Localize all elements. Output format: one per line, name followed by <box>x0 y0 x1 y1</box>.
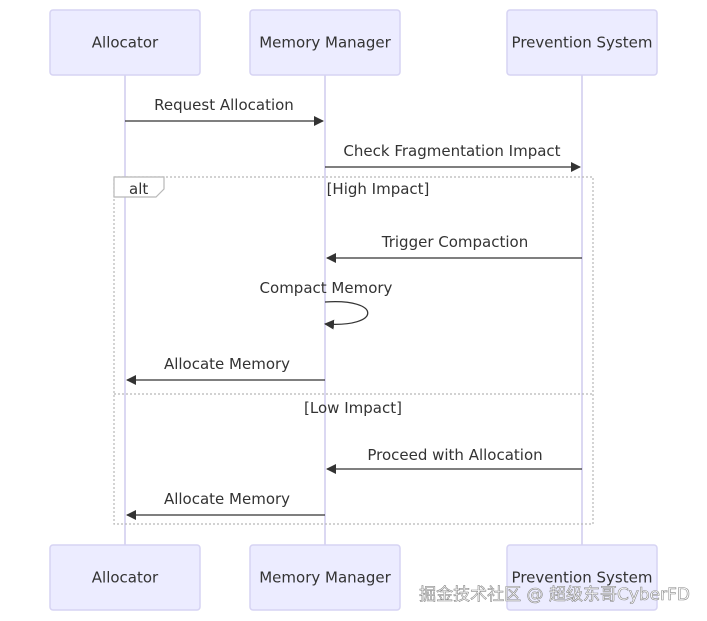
message-request-allocation: Request Allocation <box>125 96 324 126</box>
self-message-arrow <box>324 300 369 330</box>
message-compact-memory: Compact Memory <box>260 279 393 330</box>
message-allocate-memory-low: Allocate Memory <box>126 490 325 520</box>
alt-frame: alt [High Impact] [Low Impact] <box>113 176 594 525</box>
message-label: Compact Memory <box>260 279 393 297</box>
actor-label: Memory Manager <box>259 569 391 587</box>
alt-condition-high: [High Impact] <box>327 180 430 198</box>
actor-top-memory-manager: Memory Manager <box>249 9 401 76</box>
alt-tab <box>113 176 165 198</box>
message-label: Allocate Memory <box>164 355 290 373</box>
actor-bottom-prevention-system: Prevention System <box>506 544 658 611</box>
actor-top-prevention-system: Prevention System <box>506 9 658 76</box>
alt-keyword: alt <box>129 180 148 198</box>
message-proceed-allocation: Proceed with Allocation <box>326 446 582 474</box>
actor-label: Memory Manager <box>259 34 391 52</box>
message-allocate-memory-high: Allocate Memory <box>126 355 325 385</box>
message-label: Proceed with Allocation <box>367 446 542 464</box>
message-check-fragmentation: Check Fragmentation Impact <box>325 142 581 172</box>
actor-top-allocator: Allocator <box>49 9 201 76</box>
message-trigger-compaction: Trigger Compaction <box>326 233 582 263</box>
message-label: Request Allocation <box>154 96 294 114</box>
actor-label: Prevention System <box>512 34 653 52</box>
message-label: Check Fragmentation Impact <box>343 142 560 160</box>
actor-label: Prevention System <box>512 569 653 587</box>
actor-bottom-memory-manager: Memory Manager <box>249 544 401 611</box>
message-label: Allocate Memory <box>164 490 290 508</box>
message-label: Trigger Compaction <box>381 233 528 251</box>
actor-label: Allocator <box>92 34 159 52</box>
actor-bottom-allocator: Allocator <box>49 544 201 611</box>
alt-condition-low: [Low Impact] <box>304 399 402 417</box>
actor-label: Allocator <box>92 569 159 587</box>
watermark: 掘金技术社区 @ 超级东哥CyberFD <box>419 585 690 605</box>
